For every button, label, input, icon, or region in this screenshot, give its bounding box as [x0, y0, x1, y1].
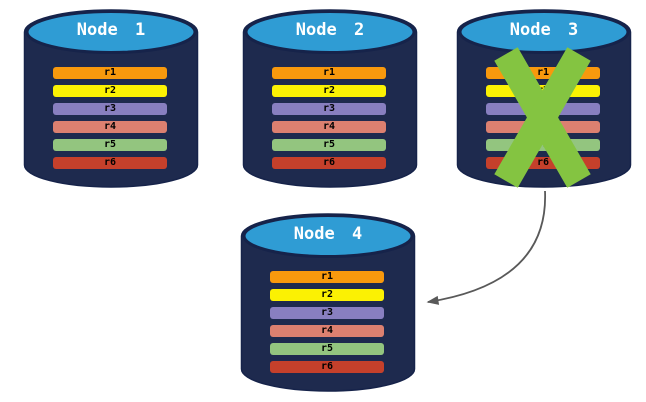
- node-label: Node 2: [295, 20, 365, 40]
- replica-bar: r2: [270, 289, 384, 301]
- replica-bar: r1: [270, 271, 384, 283]
- failure-x-icon: [494, 47, 591, 188]
- replica-bar: r6: [53, 157, 167, 169]
- replica-bar: r1: [53, 67, 167, 79]
- replica-bar: r4: [270, 325, 384, 337]
- replica-bar: r5: [270, 343, 384, 355]
- replica-bar: r3: [272, 103, 386, 115]
- node-label: Node 3: [509, 20, 579, 40]
- replica-bar: r5: [272, 139, 386, 151]
- replica-stack: r1 r2 r3 r4 r5 r6: [272, 67, 386, 175]
- replica-stack: r1 r2 r3 r4 r5 r6: [270, 271, 384, 379]
- node-3: Node 3 r1 r2 r3 r4 r5 r6: [456, 8, 632, 189]
- replica-bar: r6: [270, 361, 384, 373]
- replica-bar: r2: [272, 85, 386, 97]
- replica-bar: r4: [272, 121, 386, 133]
- replica-bar: r3: [53, 103, 167, 115]
- node-2: Node 2 r1 r2 r3 r4 r5 r6: [242, 8, 418, 189]
- node-1: Node 1 r1 r2 r3 r4 r5 r6: [23, 8, 199, 189]
- replica-stack: r1 r2 r3 r4 r5 r6: [53, 67, 167, 175]
- replica-bar: r6: [272, 157, 386, 169]
- replica-bar: r2: [53, 85, 167, 97]
- node-4: Node 4 r1 r2 r3 r4 r5 r6: [240, 212, 416, 393]
- replica-bar: r4: [53, 121, 167, 133]
- replica-bar: r3: [270, 307, 384, 319]
- replica-bar: r1: [272, 67, 386, 79]
- node-label: Node 4: [293, 224, 363, 244]
- node-label: Node 1: [76, 20, 146, 40]
- replica-bar: r5: [53, 139, 167, 151]
